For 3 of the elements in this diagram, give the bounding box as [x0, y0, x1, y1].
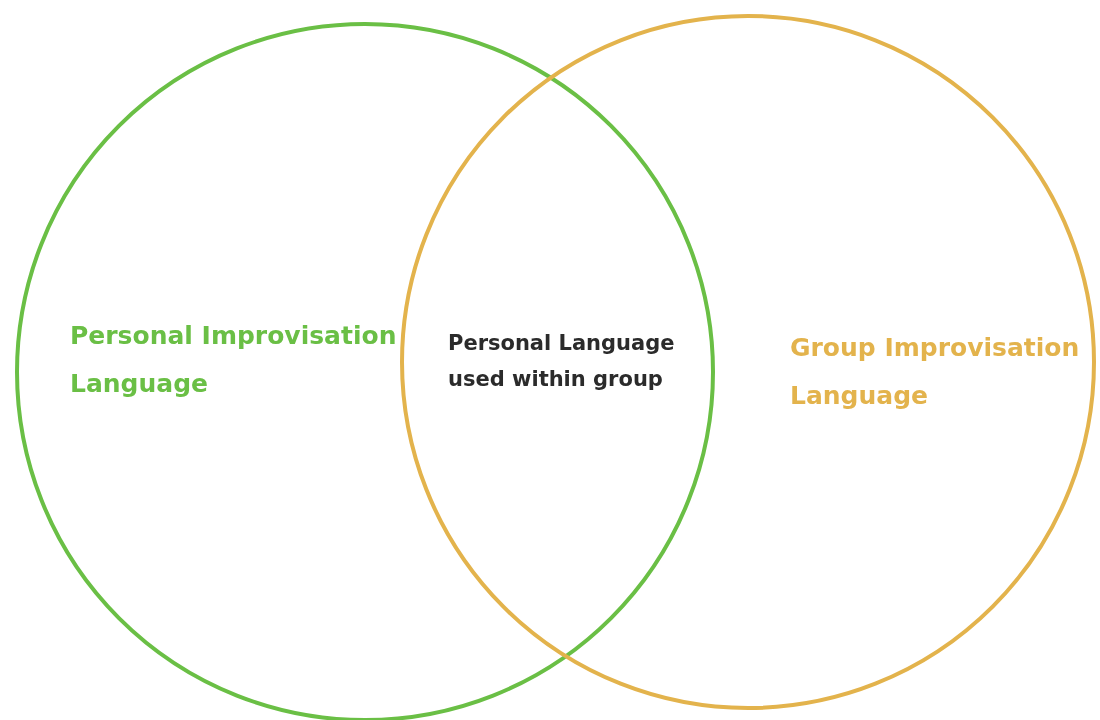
- set-label: Personal Improvisation Language: [70, 320, 398, 400]
- overlap-label: Personal Language used within group: [448, 330, 676, 393]
- set-label: Group Improvisation Language: [790, 332, 1081, 412]
